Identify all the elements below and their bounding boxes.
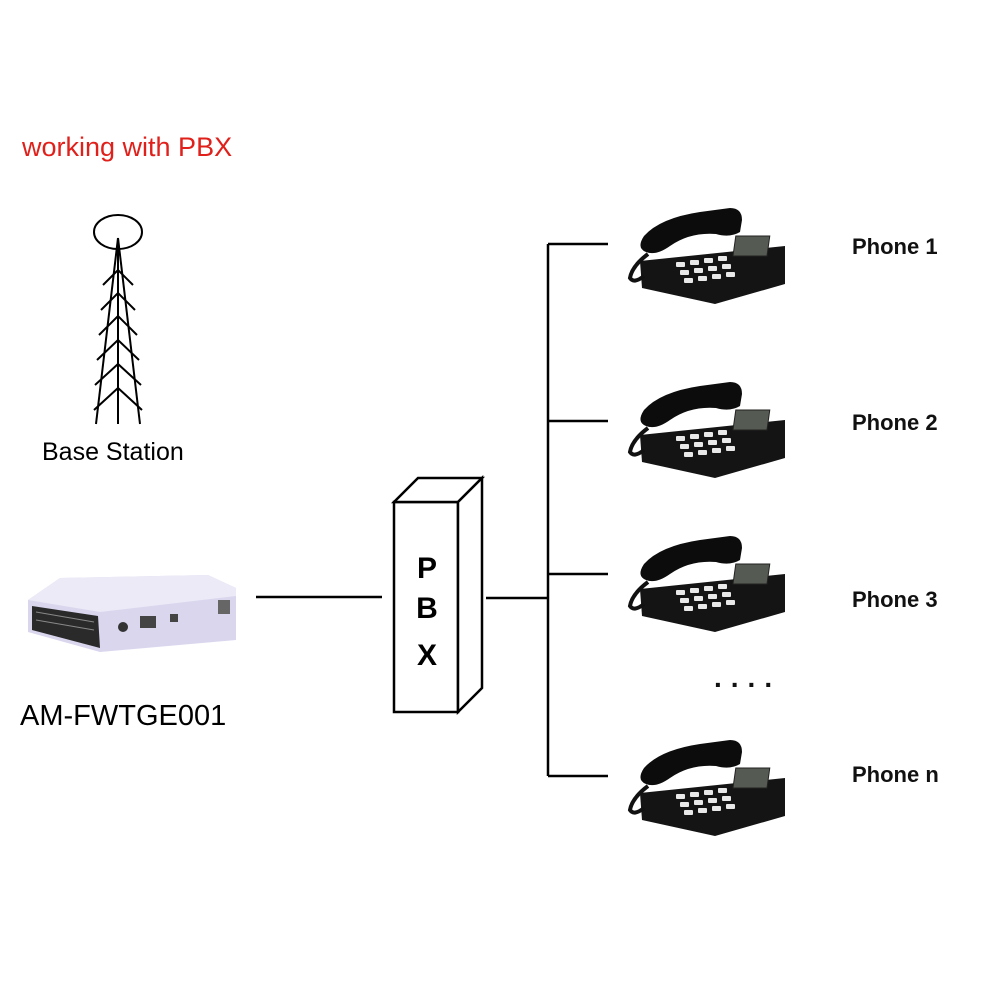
phone-n-icon <box>628 738 787 838</box>
base-station-label: Base Station <box>42 438 184 466</box>
phone-3-label: Phone 3 <box>852 587 938 612</box>
more-phones-ellipsis: .... <box>714 662 782 693</box>
pbx-letter-p: P <box>417 552 437 585</box>
pbx-box-icon <box>390 474 486 716</box>
phone-3-icon <box>628 534 787 634</box>
phone-2-label: Phone 2 <box>852 410 938 435</box>
phone-n-label: Phone n <box>852 762 939 787</box>
pbx-letter-b: B <box>416 592 438 625</box>
connection-lines <box>256 242 608 778</box>
phone-2-icon <box>628 380 787 480</box>
phone-1-icon <box>628 206 787 306</box>
phone-1-label: Phone 1 <box>852 234 938 259</box>
device-label: AM-FWTGE001 <box>20 700 227 732</box>
gateway-device-icon <box>28 575 236 652</box>
pbx-letter-x: X <box>417 639 437 672</box>
antenna-tower-icon <box>93 214 143 425</box>
diagram-title: working with PBX <box>22 132 233 162</box>
